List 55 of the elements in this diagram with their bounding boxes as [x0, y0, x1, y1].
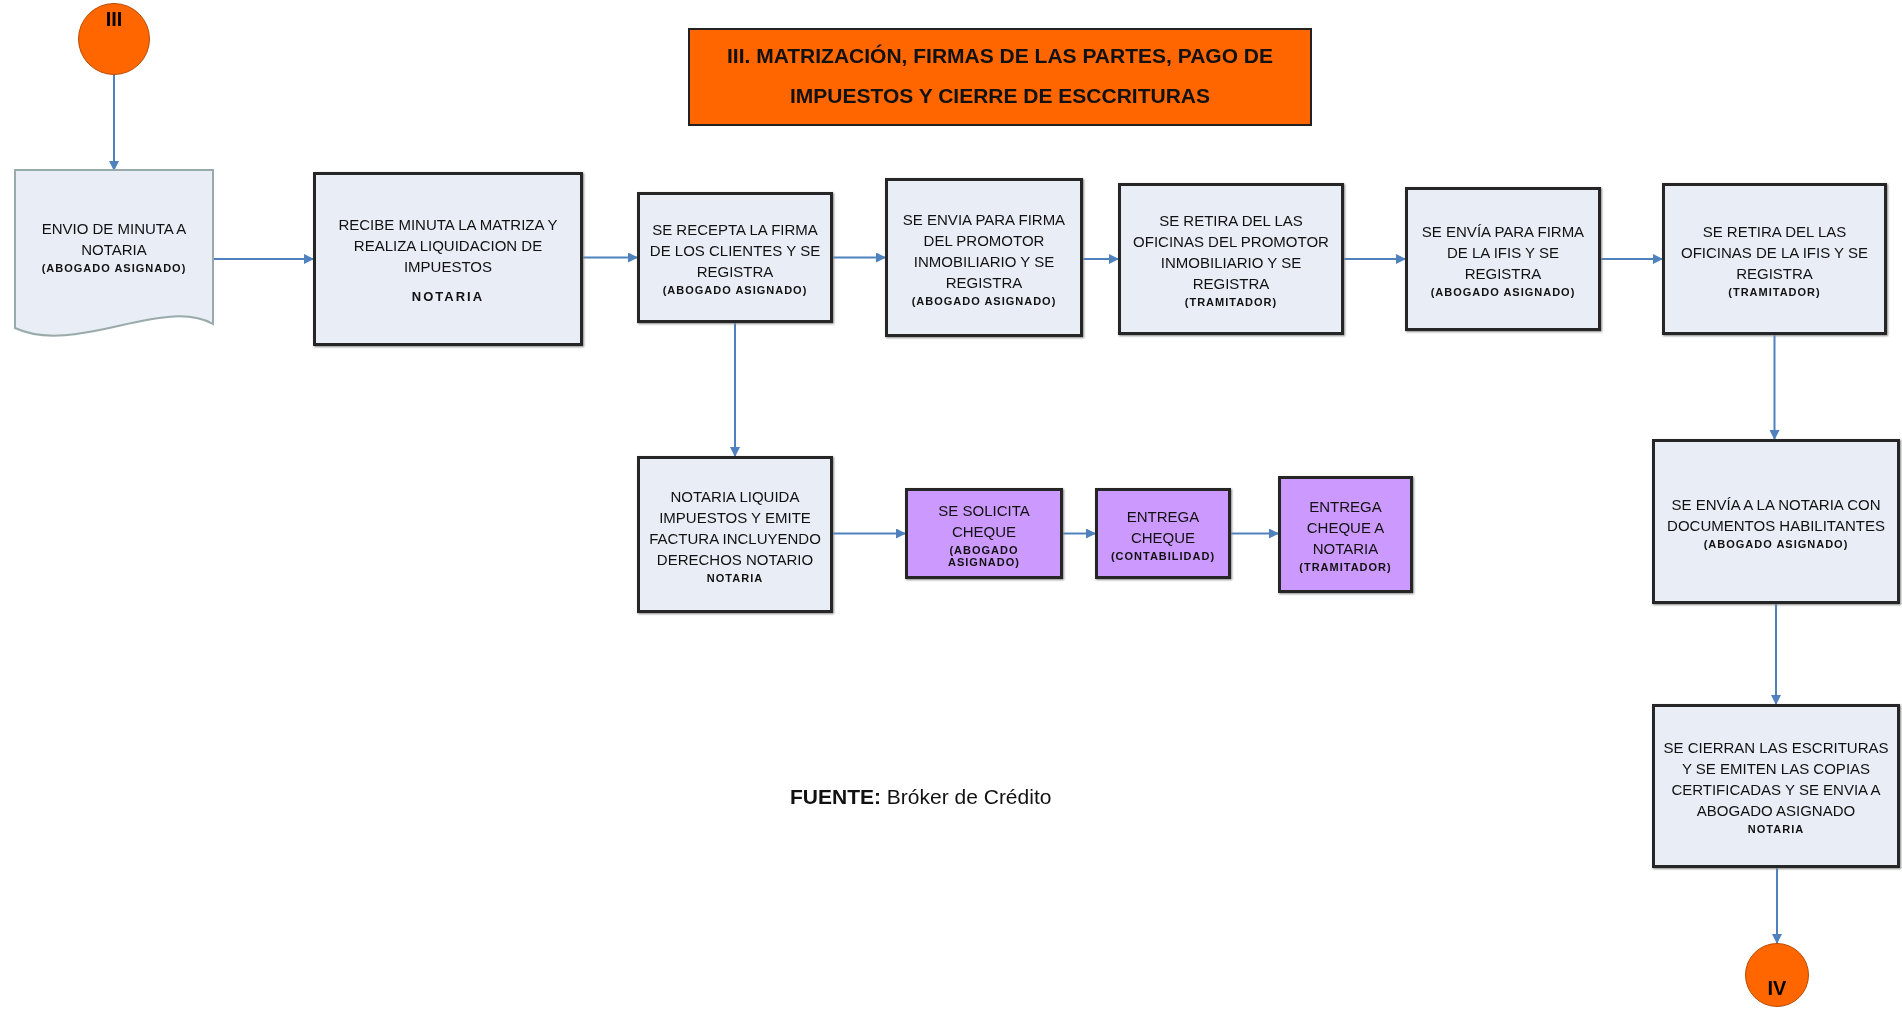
responsible-text: (ABOGADO ASIGNADO) — [1430, 285, 1576, 298]
step-text: RECIBE MINUTA LA MATRIZA Y REALIZA LIQUIDACION DE IMPUESTOS — [337, 215, 559, 277]
process-box — [1095, 488, 1231, 579]
arrow — [1772, 867, 1782, 944]
responsible-text: (TRAMITADOR) — [1184, 296, 1278, 308]
process-box — [1278, 476, 1413, 593]
arrow — [1230, 528, 1279, 539]
responsible-text: (ABOGADO ASIGNADO) — [947, 543, 1021, 568]
arrow — [1769, 334, 1780, 440]
process-box — [885, 178, 1083, 337]
step-text: SE RETIRA DEL LAS OFICINAS DEL PROMOTOR INMOBILIARIO Y SE REGISTRA — [1132, 211, 1330, 294]
arrow — [1082, 254, 1119, 264]
arrow — [730, 322, 740, 457]
process-box — [905, 488, 1063, 579]
source-caption: FUENTE: Bróker de Crédito — [790, 785, 1052, 809]
step-text: SE RECEPTA LA FIRMA DE LOS CLIENTES Y SE REGISTRA — [648, 220, 822, 282]
step-text: SE CIERRAN LAS ESCRITURAS Y SE EMITEN LAS COPIAS CERTIFICADAS Y SE ENVIA A ABOGADO ASIGNADO — [1663, 738, 1889, 821]
arrow — [1600, 254, 1663, 264]
process-box — [1652, 439, 1900, 604]
responsible-text: (CONTABILIDAD) — [1110, 549, 1216, 562]
step-text: NOTARIA LIQUIDA IMPUESTOS Y EMITE FACTURA INCLUYENDO DERECHOS NOTARIO — [648, 486, 822, 570]
responsible-text: (ABOGADO ASIGNADO) — [41, 262, 187, 274]
step-text: ENTREGA CHEQUE A NOTARIA — [1305, 497, 1386, 559]
responsible-text: (ABOGADO ASIGNADO) — [662, 284, 808, 296]
process-box — [1118, 183, 1344, 335]
arrow — [832, 252, 886, 263]
responsible-text: (ABOGADO ASIGNADO) — [911, 294, 1057, 307]
step-text: SE ENVIA PARA FIRMA DEL PROMOTOR INMOBILIARIO Y SE REGISTRA — [901, 209, 1067, 293]
arrow — [832, 528, 906, 539]
step-text: ENVIO DE MINUTA A NOTARIA — [40, 219, 188, 260]
step-text: ENTREGA CHEQUE — [1125, 506, 1201, 548]
responsible-text: NOTARIA — [1747, 823, 1805, 835]
process-box — [1405, 187, 1601, 331]
title-banner: III. MATRIZACIÓN, FIRMAS DE LAS PARTES, PAGO DE IMPUESTOS Y CIERRE DE ESCCRITURAS — [688, 28, 1312, 126]
responsible-text: (TRAMITADOR) — [1728, 285, 1821, 298]
step-text: SE ENVÍA PARA FIRMA DE LA IFIS Y SE REGISTRA — [1420, 221, 1586, 284]
process-box — [637, 456, 833, 613]
arrow — [582, 252, 638, 263]
arrow — [109, 74, 119, 171]
step-text: SE SOLICITA CHEQUE — [937, 500, 1031, 542]
arrow — [1771, 603, 1781, 705]
responsible-text: (TRAMITADOR) — [1299, 561, 1392, 573]
responsible-text: NOTARIA — [706, 571, 764, 584]
step-text: SE RETIRA DEL LAS OFICINAS DE LA IFIS Y SE REGISTRA — [1680, 221, 1869, 284]
process-box — [1662, 183, 1887, 335]
process-box — [637, 192, 833, 323]
arrow — [1343, 254, 1406, 264]
process-box — [313, 172, 583, 346]
arrow — [1062, 528, 1096, 539]
responsible-text: (ABOGADO ASIGNADO) — [1703, 537, 1849, 550]
off-page-connector: IV — [1745, 943, 1809, 1007]
responsible-text: NOTARIA — [411, 289, 485, 304]
off-page-connector: III — [78, 3, 150, 75]
step-text: SE ENVÍA A LA NOTARIA CON DOCUMENTOS HABILITANTES — [1666, 494, 1886, 536]
process-box — [1652, 704, 1900, 868]
